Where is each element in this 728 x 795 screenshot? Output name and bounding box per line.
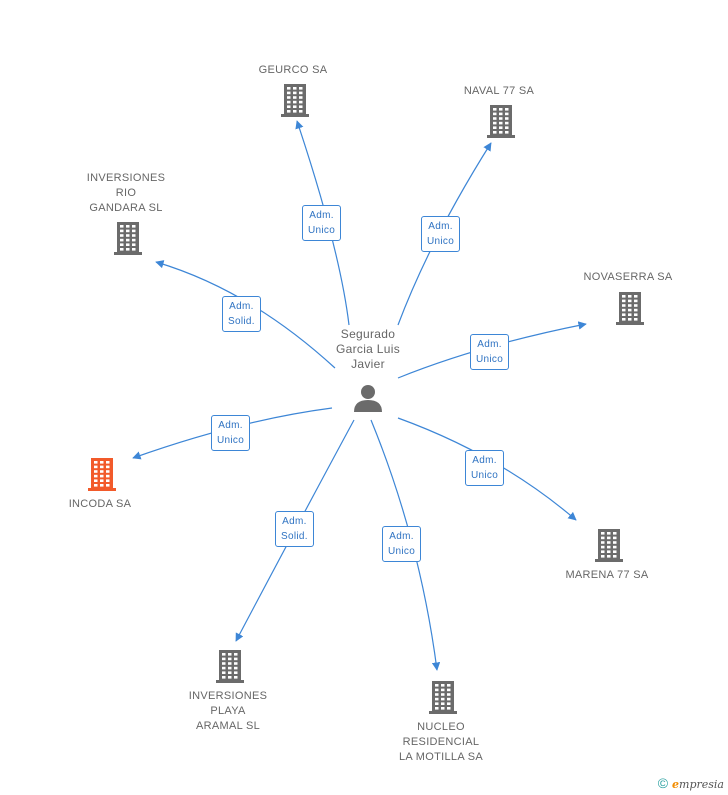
building-icon[interactable] xyxy=(595,529,623,562)
edge-badge-marena77[interactable]: Adm. Unico xyxy=(465,450,505,486)
building-icon[interactable] xyxy=(429,681,457,714)
building-icon[interactable] xyxy=(216,650,244,683)
building-icon[interactable] xyxy=(487,105,515,138)
building-icon[interactable] xyxy=(616,292,644,325)
edge-badge-naval77[interactable]: Adm. Unico xyxy=(421,216,461,252)
edge-badge-geurco[interactable]: Adm. Unico xyxy=(302,205,342,241)
brand-initial: e xyxy=(672,778,680,791)
brand-name: mpresia xyxy=(679,778,724,791)
footer-brand: ©empresia xyxy=(658,775,724,791)
edges-layer xyxy=(132,120,587,671)
edge-badge-inversiones-playa[interactable]: Adm. Solid. xyxy=(275,511,314,547)
building-icon[interactable] xyxy=(281,84,309,117)
node-label-novaserra[interactable]: NOVASERRA SA xyxy=(583,271,673,283)
edge-badge-nucleo[interactable]: Adm. Unico xyxy=(382,526,422,562)
edge-badge-novaserra[interactable]: Adm. Unico xyxy=(470,334,510,370)
node-label-geurco[interactable]: GEURCO SA xyxy=(258,64,328,76)
edge-badge-incoda[interactable]: Adm. Unico xyxy=(211,415,251,451)
node-label-incoda[interactable]: INCODA SA xyxy=(68,498,132,510)
node-label-naval77[interactable]: NAVAL 77 SA xyxy=(463,85,535,97)
node-label-nucleo[interactable]: NUCLEO RESIDENCIAL LA MOTILLA SA xyxy=(399,721,483,763)
copyright-icon: © xyxy=(657,775,669,791)
building-icon[interactable] xyxy=(88,458,116,491)
icons-layer xyxy=(88,84,644,714)
building-icon[interactable] xyxy=(114,222,142,255)
node-label-inversiones-rio[interactable]: INVERSIONES RIO GANDARA SL xyxy=(86,172,166,214)
person-icon[interactable] xyxy=(354,385,382,412)
center-person-label[interactable]: Segurado Garcia Luis Javier xyxy=(336,327,400,371)
node-label-inversiones-playa[interactable]: INVERSIONES PLAYA ARAMAL SL xyxy=(188,690,268,732)
edge-badge-inversiones-rio[interactable]: Adm. Solid. xyxy=(222,296,261,332)
node-label-marena77[interactable]: MARENA 77 SA xyxy=(565,569,649,581)
